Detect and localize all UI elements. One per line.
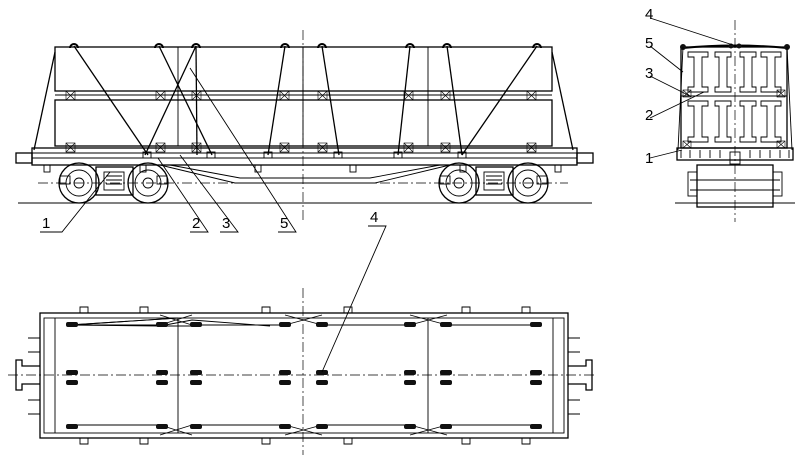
tie-down-wires <box>33 45 574 156</box>
anchor-pads <box>66 322 542 429</box>
side-leaders <box>40 67 297 233</box>
cargo-stack <box>54 46 553 147</box>
platform-deck <box>15 147 594 184</box>
side-callout-1: 1 <box>42 215 50 232</box>
spacer-blocks <box>65 90 537 153</box>
end-callout-3: 3 <box>645 65 653 82</box>
side-view: 1 2 3 5 <box>15 30 594 233</box>
end-callout-1: 1 <box>645 150 653 167</box>
plan-callout-4: 4 <box>370 209 378 226</box>
end-view: 4 5 3 2 1 <box>645 6 795 222</box>
anchor-brackets <box>142 151 467 159</box>
end-callout-4: 4 <box>645 6 653 23</box>
wire-loops <box>69 43 542 49</box>
side-callout-2: 2 <box>192 215 200 232</box>
end-callout-2: 2 <box>645 107 653 124</box>
side-callout-5: 5 <box>280 215 288 232</box>
bogie-left <box>58 162 169 204</box>
bogie-right <box>438 162 549 204</box>
end-callout-5: 5 <box>645 35 653 52</box>
side-callout-3: 3 <box>222 215 230 232</box>
plan-view: 4 <box>8 209 596 455</box>
